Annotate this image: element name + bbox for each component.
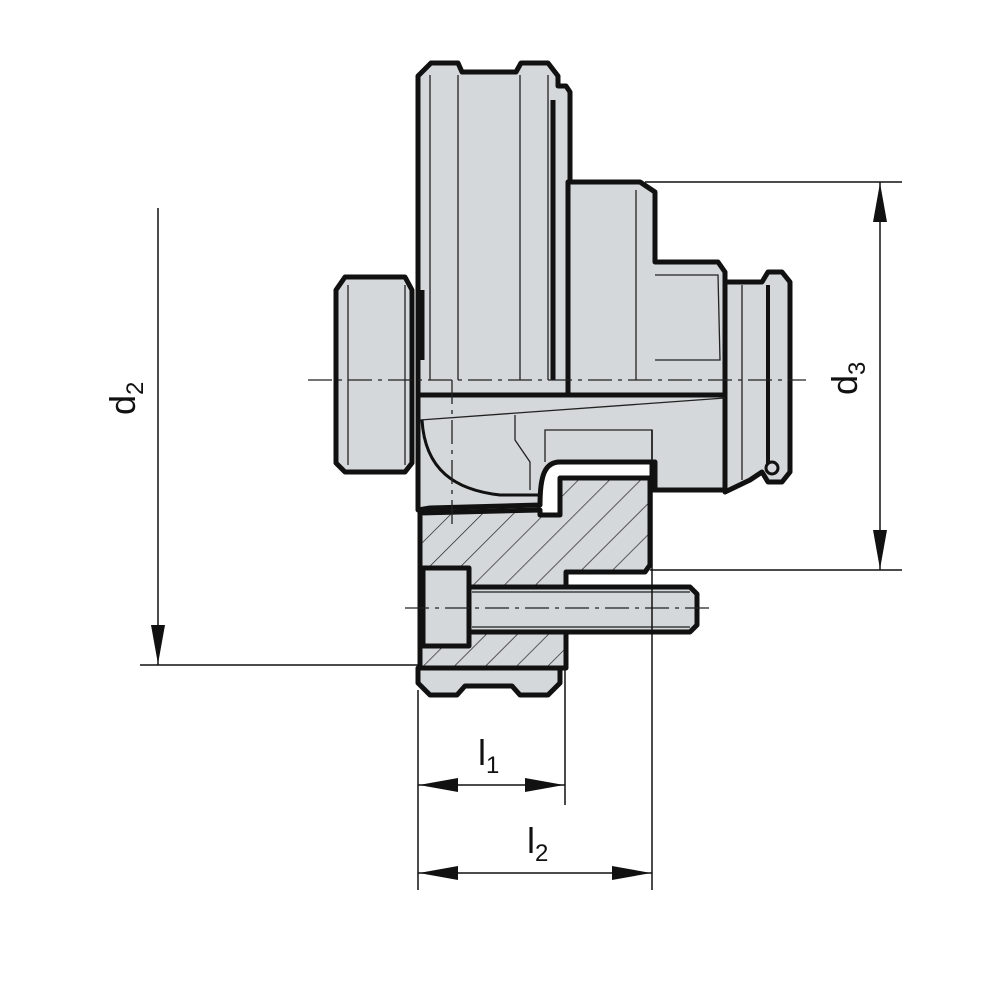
dimension-d3 bbox=[645, 181, 902, 571]
label-d2: d2 bbox=[102, 382, 149, 415]
bolt-shaft bbox=[466, 584, 700, 635]
dimension-d2 bbox=[140, 208, 420, 666]
dimension-l1 bbox=[417, 670, 566, 890]
bolt-head bbox=[420, 565, 472, 649]
plate-details bbox=[419, 75, 556, 380]
label-d3: d3 bbox=[824, 362, 871, 395]
label-l1: l1 bbox=[478, 732, 499, 779]
bottom-ring bbox=[415, 665, 563, 698]
label-l2: l2 bbox=[527, 820, 548, 867]
left-knob bbox=[333, 274, 415, 475]
dimension-l2 bbox=[418, 430, 653, 890]
lower-body bbox=[415, 392, 728, 513]
top-plate bbox=[415, 60, 573, 398]
right-cylinder bbox=[722, 269, 793, 495]
